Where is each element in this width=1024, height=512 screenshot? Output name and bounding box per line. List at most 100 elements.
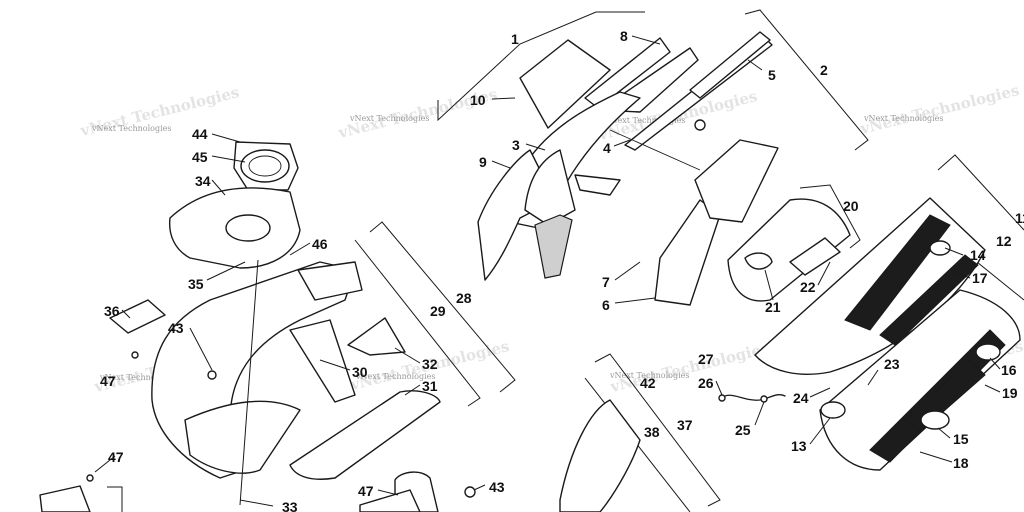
part-17-decal-stripe <box>844 214 951 331</box>
callout-leaders <box>94 35 1001 507</box>
leader-45 <box>211 155 246 163</box>
callout-5: 5 <box>768 67 776 83</box>
leader-43 <box>189 327 213 371</box>
callout-23: 23 <box>884 356 900 372</box>
bracket-11 <box>937 154 1024 231</box>
part-5-strip-upper <box>689 31 771 99</box>
watermark: vNext Technologies <box>355 372 435 381</box>
part-17-decal-stripe-2 <box>879 254 979 346</box>
console-assembly <box>109 141 441 506</box>
leader-24 <box>809 387 831 398</box>
part-37-lower-panel <box>559 399 641 512</box>
leader-36 <box>121 309 131 319</box>
leader-7b <box>614 261 641 281</box>
part-16-grommet <box>975 343 1001 361</box>
watermark: vNext Technologies <box>91 124 171 133</box>
callout-18: 18 <box>953 455 969 471</box>
callout-38: 38 <box>644 424 660 440</box>
part-43-bolt <box>207 370 217 380</box>
callout-46: 46 <box>312 236 328 252</box>
part-27-cable <box>721 394 786 401</box>
part-22-latch <box>789 237 841 276</box>
part-28-console-lower <box>184 400 301 474</box>
callout-26: 26 <box>698 375 714 391</box>
callout-25: 25 <box>735 422 751 438</box>
leader-14 <box>944 247 964 256</box>
leader-15 <box>937 427 951 439</box>
leader-30 <box>319 359 351 371</box>
bracket-37 <box>594 353 721 507</box>
windshield-assembly <box>477 31 779 306</box>
callout-30: 30 <box>352 364 368 380</box>
callout-9: 9 <box>479 154 487 170</box>
callout-15: 15 <box>953 431 969 447</box>
callout-13: 13 <box>791 438 807 454</box>
leader-22 <box>817 261 831 286</box>
cable-assembly <box>718 394 786 403</box>
callout-11: 11 <box>1015 210 1024 226</box>
leader-17 <box>954 271 971 279</box>
side-panel-assembly <box>727 197 1021 471</box>
callout-21: 21 <box>765 299 781 315</box>
callout-47: 47 <box>100 373 116 389</box>
callout-45: 45 <box>192 149 208 165</box>
leader-21 <box>764 269 774 301</box>
callout-8: 8 <box>620 28 628 44</box>
callout-36: 36 <box>104 303 120 319</box>
leader-13 <box>809 417 831 445</box>
leader-47b <box>377 489 399 496</box>
callout-34: 34 <box>195 173 211 189</box>
leader-8 <box>631 35 661 45</box>
leader-44 <box>211 133 241 143</box>
callout-17: 17 <box>972 270 988 286</box>
leader-31 <box>404 384 421 396</box>
leader-33b <box>239 499 274 507</box>
leader-3 <box>525 143 546 151</box>
callout-44: 44 <box>192 126 208 142</box>
callout-24: 24 <box>793 390 809 406</box>
leader-16 <box>989 357 1001 370</box>
watermark: vNext Technologies <box>605 116 685 125</box>
lower-bracket-assembly <box>39 399 641 512</box>
bracket-28 <box>369 221 516 393</box>
callout-12: 12 <box>996 233 1012 249</box>
watermark: vNext Technologies <box>609 371 689 380</box>
bracket-20 <box>799 184 861 249</box>
part-47-screw-2 <box>86 474 94 482</box>
callout-3: 3 <box>512 137 520 153</box>
callout-27: 27 <box>698 351 714 367</box>
callout-14: 14 <box>970 247 986 263</box>
watermark: vNext Technologies <box>863 114 943 123</box>
leader-6 <box>614 297 656 304</box>
part-47-screw <box>131 351 139 359</box>
part-7-panel <box>694 139 779 223</box>
part-3-bracket-lower <box>534 214 573 279</box>
leader-4 <box>613 139 631 147</box>
callout-2: 2 <box>820 62 828 78</box>
part-20-side-cover <box>727 198 851 302</box>
watermark-bg: vNext Technologies <box>858 81 1021 138</box>
part-34-hole <box>225 214 271 242</box>
bracket-2 <box>744 9 869 151</box>
callout-43-b: 43 <box>489 479 505 495</box>
watermark-bg: vNext Technologies <box>608 339 771 396</box>
leader-23 <box>867 369 879 386</box>
leader-7 <box>609 129 701 171</box>
callout-32: 32 <box>422 356 438 372</box>
bracket-47 <box>107 486 123 512</box>
part-6-panel <box>654 199 721 306</box>
leader-46 <box>289 242 311 256</box>
bracket-1 <box>437 11 645 122</box>
part-31-panel <box>289 390 441 480</box>
callout-28: 28 <box>456 290 472 306</box>
part-21-grommet <box>744 252 773 270</box>
leader-32 <box>394 347 421 364</box>
callout-47-c: 47 <box>358 483 374 499</box>
callout-29: 29 <box>430 303 446 319</box>
callout-42: 42 <box>640 375 656 391</box>
leader-5 <box>747 59 763 71</box>
part-24-grommet <box>820 401 846 419</box>
part-26-connector <box>718 394 726 402</box>
